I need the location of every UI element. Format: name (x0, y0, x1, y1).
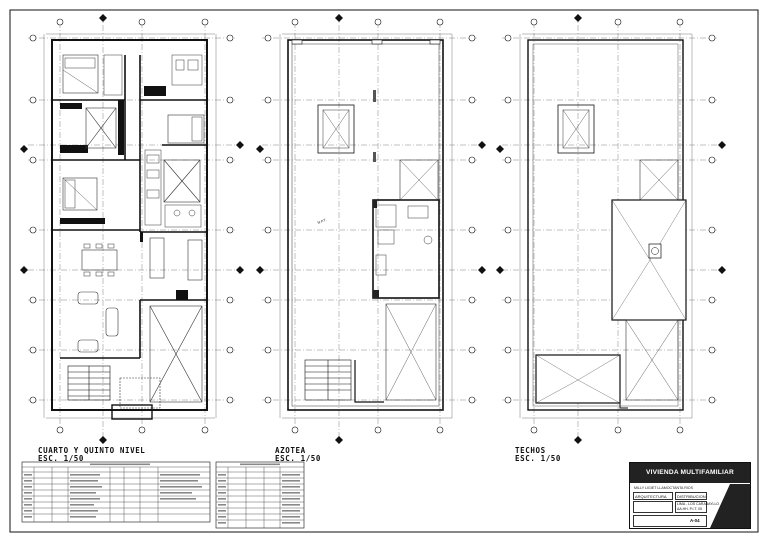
plan-scale: ESC. 1/50 (515, 454, 562, 463)
schedule-table-left (21, 461, 211, 523)
title-block-graphic (710, 484, 730, 528)
specialty-label: ARQUITECTURA (635, 493, 667, 499)
plan-scale: ESC. 1/50 (275, 454, 322, 463)
plan-name: TECHOS (515, 446, 546, 455)
plan-rooftop: N.P.T. (256, 14, 486, 444)
plan-title-fourth-fifth-level: CUARTO Y QUINTO NIVEL ESC. 1/50 (38, 447, 145, 463)
sheet-type-label: DISTRIBUCION (677, 493, 706, 499)
sheet-border (9, 9, 759, 533)
title-block: VIVIENDA MULTIFAMILIAR MILLY LIGIET LLAM… (629, 462, 751, 529)
plan-fourth-fifth-level (20, 14, 244, 444)
svg-text:N.P.T.: N.P.T. (317, 218, 327, 225)
title-block-graphic-bar (730, 484, 750, 528)
project-title: VIVIENDA MULTIFAMILIAR (630, 463, 750, 483)
plan-roofs (496, 14, 726, 444)
lot-label: AA.HH. P.I.T. 05 (677, 507, 703, 511)
plan-title-roofs: TECHOS ESC. 1/50 (515, 447, 561, 463)
plan-name: AZOTEA (275, 446, 306, 455)
sheet-number: A-04 (690, 518, 700, 523)
schedule-table-right (215, 461, 305, 529)
plan-name: CUARTO Y QUINTO NIVEL (38, 446, 146, 455)
plan-title-rooftop: AZOTEA ESC. 1/50 (275, 447, 321, 463)
plan-scale: ESC. 1/50 (38, 454, 85, 463)
location-label: LIMA - LOS CARABAYLLO (677, 502, 720, 506)
owner-name: MILLY LIGIET LLAMOCTANTA RIOS (634, 486, 693, 490)
